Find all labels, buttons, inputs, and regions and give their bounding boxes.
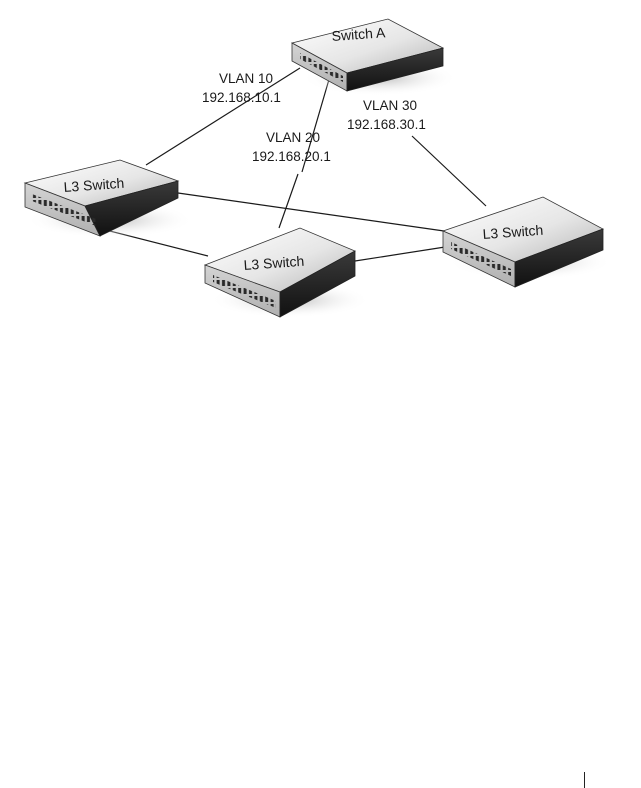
l3-switch-right-label: L3 Switch bbox=[482, 222, 544, 242]
l3-switch-center-label: L3 Switch bbox=[243, 253, 305, 273]
vlan20-label-group: VLAN 20 192.168.20.1 bbox=[252, 130, 331, 164]
link-switch-a-to-l3-left-vlan10 bbox=[145, 67, 301, 166]
vlan30-name: VLAN 30 bbox=[363, 98, 417, 113]
l3-switch-center-device: L3 Switch bbox=[203, 227, 370, 318]
vlan10-ip: 192.168.10.1 bbox=[202, 90, 281, 105]
l3-switch-left-device: L3 Switch bbox=[23, 159, 194, 238]
vlan20-name: VLAN 20 bbox=[266, 130, 320, 145]
vlan20-ip: 192.168.20.1 bbox=[252, 149, 331, 164]
switch-a-label: Switch A bbox=[331, 24, 386, 44]
link-l3-center-to-l3-right bbox=[354, 246, 446, 262]
vlan10-label-group: VLAN 10 192.168.10.1 bbox=[202, 71, 281, 105]
link-switch-a-to-l3-right-vlan30 bbox=[411, 135, 487, 207]
link-switch-a-to-l3-center-vlan20 bbox=[278, 173, 299, 229]
page-margin-rule bbox=[584, 772, 585, 788]
link-l3-left-to-l3-right bbox=[177, 192, 445, 232]
link-switch-a-to-l3-center-vlan20 bbox=[301, 75, 331, 173]
switch-a-device: Switch A bbox=[290, 18, 458, 96]
vlan30-label-group: VLAN 30 192.168.30.1 bbox=[347, 98, 426, 132]
vlan30-ip: 192.168.30.1 bbox=[347, 117, 426, 132]
vlan10-name: VLAN 10 bbox=[219, 71, 273, 86]
l3-switch-right-device: L3 Switch bbox=[441, 196, 612, 288]
l3-switch-left-label: L3 Switch bbox=[63, 175, 125, 195]
